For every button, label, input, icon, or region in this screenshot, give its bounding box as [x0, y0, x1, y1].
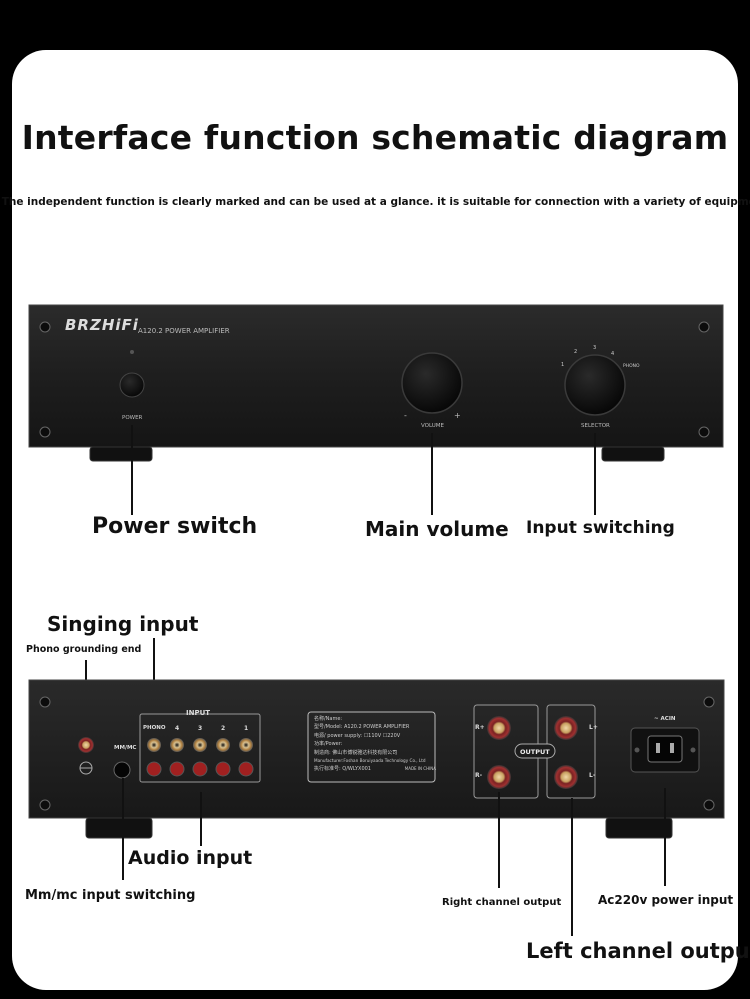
input-channel-1: 1: [244, 725, 249, 732]
l-plus-label: L+: [589, 724, 598, 731]
rca-jack[interactable]: [193, 738, 207, 752]
plate-line: 电源/ power supply: ☐110V ☐220V: [314, 732, 401, 739]
screw-icon: [39, 696, 715, 811]
spec-plate-text: 名称/Name: 型号/Model: A120.2 POWER AMPLIFIE…: [314, 715, 436, 774]
r-plus-label: R+: [475, 724, 485, 731]
selector-position-4: 4: [611, 351, 615, 357]
callout-right-channel: Right channel output: [442, 897, 562, 908]
brand-logo: BRZHiFi: [65, 316, 139, 334]
spec-plate: [307, 711, 436, 783]
rca-input-jacks: [146, 738, 254, 777]
speaker-post-l-plus[interactable]: [554, 716, 578, 740]
rca-jack[interactable]: [216, 738, 230, 752]
input-channel-4: 4: [175, 725, 180, 732]
callout-input-switching: Input switching: [526, 518, 675, 538]
plate-line: 制造商: 佛山市博锐雅达科技有限公司: [314, 749, 398, 756]
ground-terminal[interactable]: [78, 737, 94, 753]
callout-line: [664, 788, 666, 886]
callout-line: [122, 778, 124, 880]
screw-icon: [39, 321, 710, 438]
selector-position-1: 1: [561, 362, 565, 368]
callout-line: [200, 792, 202, 846]
callout-mmmc-switching: Mm/mc input switching: [25, 888, 196, 903]
plate-line: MADE IN CHINA: [404, 766, 436, 772]
page-title: Interface function schematic diagram: [21, 118, 729, 157]
callout-power-switch: Power switch: [92, 514, 258, 539]
plate-line: 功率/Power:: [314, 741, 343, 748]
volume-minus-label: -: [404, 411, 407, 420]
callout-phono-grounding: Phono grounding end: [26, 644, 142, 655]
rca-jack[interactable]: [170, 738, 184, 752]
callout-audio-input: Audio input: [128, 847, 253, 869]
rear-panel: [28, 679, 725, 839]
selector-position-3: 3: [593, 345, 597, 351]
power-label: POWER: [122, 415, 143, 421]
model-label: A120.2 POWER AMPLIFIER: [138, 327, 230, 335]
rca-jack[interactable]: [239, 738, 253, 752]
rca-jack[interactable]: [147, 738, 161, 752]
power-led-icon: [130, 350, 134, 354]
l-minus-label: L-: [589, 772, 596, 779]
speaker-post-r-minus[interactable]: [487, 765, 511, 789]
callout-left-channel: Left channel output: [526, 939, 750, 963]
output-label: OUTPUT: [520, 748, 550, 756]
input-channel-phono: PHONO: [143, 725, 166, 731]
rca-jack[interactable]: [146, 761, 162, 777]
rca-jack[interactable]: [192, 761, 208, 777]
rca-jack[interactable]: [215, 761, 231, 777]
input-channel-3: 3: [198, 725, 203, 732]
plate-line: 型号/Model: A120.2 POWER AMPLIFIER: [314, 724, 410, 731]
page-subtitle: The independent function is clearly mark…: [1, 196, 750, 208]
plate-line: 名称/Name:: [314, 716, 343, 722]
foot: [89, 446, 153, 462]
foot: [85, 817, 153, 839]
mmmc-label: MM/MC: [114, 745, 137, 751]
selector-knob[interactable]: [564, 354, 626, 416]
selector-label: SELECTOR: [581, 423, 610, 429]
selector-position-2: 2: [574, 349, 578, 355]
callout-line: [594, 433, 596, 515]
input-channel-2: 2: [221, 725, 226, 732]
power-button[interactable]: [119, 372, 145, 398]
input-label: INPUT: [186, 709, 211, 717]
callout-main-volume: Main volume: [365, 517, 509, 541]
callout-line: [498, 792, 500, 888]
mmmc-switch[interactable]: [113, 761, 131, 779]
plate-line: Manufacturer:Foshan Boruiyaada Technolog…: [314, 758, 426, 764]
foot: [605, 817, 673, 839]
plate-line: 执行标准号: Q/WLYX001: [314, 766, 371, 773]
callout-line: [131, 425, 133, 515]
front-panel: [28, 304, 724, 462]
callout-line: [571, 798, 573, 936]
volume-label: VOLUME: [421, 423, 445, 429]
volume-knob[interactable]: [401, 352, 463, 414]
speaker-post-r-plus[interactable]: [487, 716, 511, 740]
callout-singing-input: Singing input: [47, 612, 199, 636]
foot: [601, 446, 665, 462]
callout-line: [431, 433, 433, 515]
rca-jack[interactable]: [238, 761, 254, 777]
callout-ac-power: Ac220v power input: [598, 893, 734, 907]
speaker-post-l-minus[interactable]: [554, 765, 578, 789]
volume-plus-label: +: [454, 411, 461, 420]
selector-position-phono: PHONO: [623, 364, 640, 369]
rca-jack[interactable]: [169, 761, 185, 777]
acin-label: ~ ACIN: [654, 716, 676, 722]
r-minus-label: R-: [475, 772, 483, 779]
